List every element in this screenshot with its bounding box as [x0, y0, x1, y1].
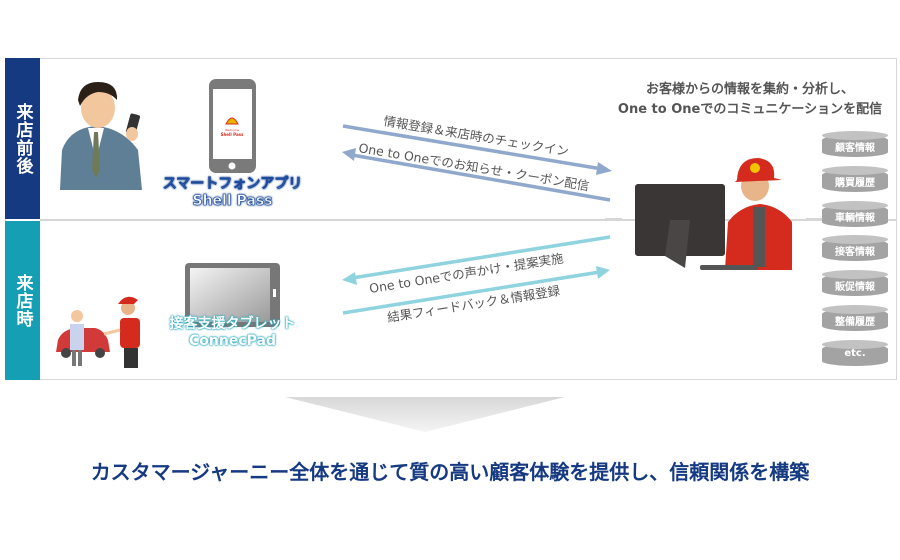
arrow-feedback	[342, 266, 610, 315]
conclusion-text: カスタマージャーニー全体を通じて質の高い顧客体験を提供し、信頼関係を構築	[90, 460, 810, 484]
tablet-label-line2: ConnecPad	[189, 333, 276, 349]
database-vehicle-info: 車輌情報	[822, 201, 888, 229]
hub-title-line2: One to Oneでのコミュニケーションを配信	[617, 102, 883, 117]
phase-during-visit: 来店時	[5, 221, 40, 380]
database-label: 接客情報	[835, 247, 875, 258]
database-label: etc.	[844, 348, 866, 359]
arrow-coupon	[342, 148, 611, 202]
customer-with-phone-illustration	[60, 82, 142, 190]
database-promotion-info: 販促情報	[822, 270, 888, 298]
arrow-proposal	[342, 235, 611, 285]
tablet-label: 接客支援タブレット ConnecPad	[160, 316, 305, 350]
database-service-info: 接客情報	[822, 235, 888, 263]
app-label-line1: スマートフォンアプリ	[162, 176, 303, 193]
hub-title: お客様からの情報を集約・分析し、 One to Oneでのコミュニケーションを配…	[600, 80, 900, 120]
hub-title-line1: お客様からの情報を集約・分析し、	[645, 82, 854, 97]
database-label: 購買履歴	[835, 178, 875, 189]
phone-welcome-text: Welcome	[225, 128, 239, 132]
database-etc: etc.	[822, 340, 888, 368]
arrow-checkin	[342, 124, 612, 175]
staff-and-customer-illustration	[56, 296, 140, 368]
tablet-label-line1: 接客支援タブレット	[169, 316, 296, 332]
down-chevron	[285, 397, 565, 432]
divider	[40, 219, 897, 221]
database-label: 販促情報	[835, 282, 875, 293]
phone-app-name: Shell Pass	[221, 132, 244, 137]
operator-at-computer-illustration	[605, 158, 822, 270]
app-label-line2: Shell Pass	[192, 193, 273, 210]
app-label: スマートフォンアプリ Shell Pass	[160, 176, 305, 210]
database-label: 車輌情報	[835, 213, 875, 224]
database-label: 顧客情報	[835, 143, 875, 154]
database-customer-info: 顧客情報	[822, 131, 888, 159]
smartphone-illustration	[209, 79, 256, 173]
database-label: 整備履歴	[835, 317, 875, 328]
database-purchase-history: 購買履歴	[822, 166, 888, 194]
database-maintenance-history: 整備履歴	[822, 305, 888, 333]
phase-before-visit: 来店前後	[5, 58, 40, 219]
tablet-illustration	[185, 263, 280, 327]
